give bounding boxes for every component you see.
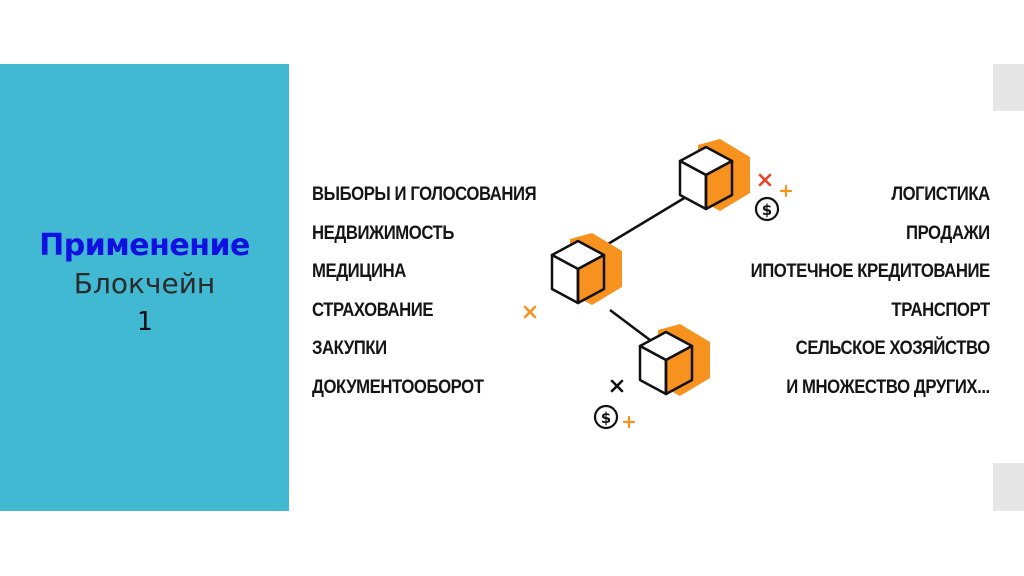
use-case-item: МЕДИЦИНА	[312, 261, 406, 282]
use-case-item: НЕДВИЖИМОСТЬ	[312, 222, 454, 244]
use-case-item: ЛОГИСТИКА	[891, 184, 991, 205]
cross-mark-icon	[610, 379, 624, 393]
use-case-item: ПРОДАЖИ	[906, 222, 990, 244]
plus-mark-icon	[779, 184, 793, 198]
dollar-coin-icon	[593, 404, 619, 430]
chain-link	[607, 195, 687, 246]
decor-strip-bottom	[993, 463, 1024, 511]
left-use-case-list: ВЫБОРЫ И ГОЛОСОВАНИЯ НЕДВИЖИМОСТЬ МЕДИЦИ…	[312, 181, 537, 412]
use-case-item: СЕЛЬСКОЕ ХОЗЯЙСТВО	[795, 338, 991, 359]
use-case-item: ЗАКУПКИ	[312, 338, 387, 359]
plus-mark-icon	[622, 415, 636, 429]
use-case-item: СТРАХОВАНИЕ	[312, 299, 434, 321]
use-case-item: И МНОЖЕСТВО ДРУГИХ...	[786, 376, 991, 398]
chain-link	[609, 309, 651, 341]
use-case-item: ДОКУМЕНТООБОРОТ	[312, 376, 484, 398]
blockchain-diagram	[289, 111, 1024, 463]
block-cube-icon	[678, 137, 752, 213]
slide-title-block: Применение Блокчейн 1	[0, 228, 289, 338]
block-cube-icon	[638, 322, 712, 398]
slide-title: Применение	[39, 228, 250, 263]
block-cube-icon	[550, 231, 624, 307]
use-case-item: ИПОТЕЧНОЕ КРЕДИТОВАНИЕ	[750, 261, 991, 282]
slide-subtitle: Блокчейн	[73, 267, 216, 300]
dollar-coin-icon	[754, 196, 780, 222]
use-case-item: ВЫБОРЫ И ГОЛОСОВАНИЯ	[312, 184, 537, 205]
slide-number: 1	[136, 307, 153, 337]
cross-mark-icon	[758, 173, 772, 187]
use-case-item: ТРАНСПОРТ	[891, 299, 991, 321]
title-panel	[0, 64, 289, 511]
cross-mark-icon	[523, 305, 537, 319]
right-use-case-list: ЛОГИСТИКА ПРОДАЖИ ИПОТЕЧНОЕ КРЕДИТОВАНИЕ…	[750, 181, 991, 412]
decor-strip-top	[993, 64, 1024, 111]
